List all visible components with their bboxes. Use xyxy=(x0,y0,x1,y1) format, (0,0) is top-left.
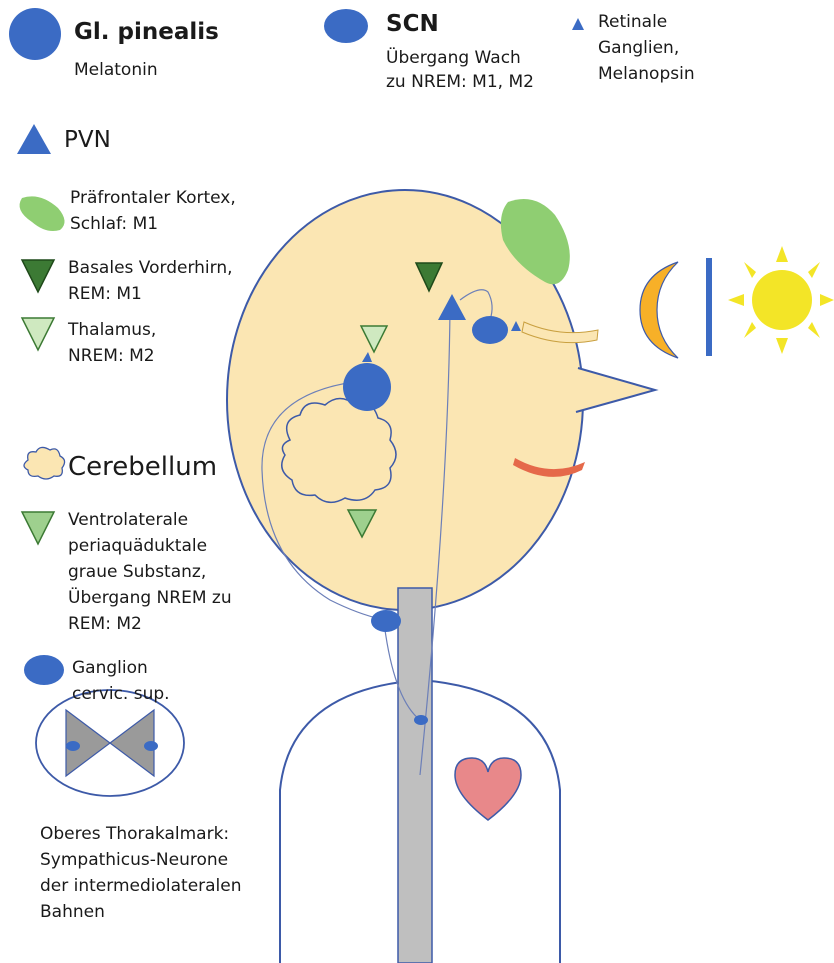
thalamus-line2: NREM: M2 xyxy=(68,344,155,368)
retinal-line1: Retinale xyxy=(598,10,667,34)
thorax-line4: Bahnen xyxy=(40,900,105,924)
legend-cerebellum-icon xyxy=(24,447,65,479)
nose xyxy=(576,368,655,412)
legend-retinal-icon xyxy=(572,18,584,30)
day-night-divider xyxy=(706,258,712,356)
pvn-title: PVN xyxy=(64,126,111,154)
legend-ganglion-icon xyxy=(24,655,64,685)
ganglion-line1: Ganglion xyxy=(72,656,148,680)
pinealis-title: Gl. pinealis xyxy=(74,18,219,46)
spinal-cord xyxy=(398,588,432,963)
legend-pinealis-icon xyxy=(9,8,61,60)
ganglion-line2: cervic. sup. xyxy=(72,682,170,706)
crescent-moon-icon xyxy=(640,262,678,358)
thorax-line3: der intermediolateralen xyxy=(40,874,242,898)
thalamus-line1: Thalamus, xyxy=(68,318,156,342)
legend-scn-icon xyxy=(324,9,368,43)
scn-marker xyxy=(472,316,508,344)
basal-line1: Basales Vorderhirn, xyxy=(68,256,233,280)
basal-line2: REM: M1 xyxy=(68,282,142,306)
retinal-line3: Melanopsin xyxy=(598,62,695,86)
superior-cervical-ganglion xyxy=(371,610,401,632)
legend-pvn-icon xyxy=(17,124,51,154)
legend-thalamus-icon xyxy=(22,318,54,350)
spinal-ganglion xyxy=(414,715,428,725)
legend-vlpag-icon xyxy=(22,512,54,544)
vlpag-line4: Übergang NREM zu xyxy=(68,586,232,610)
thorax-line2: Sympathicus-Neurone xyxy=(40,848,228,872)
retinal-line2: Ganglien, xyxy=(598,36,679,60)
pineal-gland-circle xyxy=(343,363,391,411)
cortex-line2: Schlaf: M1 xyxy=(70,212,158,236)
scn-title: SCN xyxy=(386,10,439,38)
sun-icon xyxy=(728,246,834,354)
scn-line1: Übergang Wach xyxy=(386,46,521,70)
cortex-line1: Präfrontaler Kortex, xyxy=(70,186,236,210)
pinealis-subtitle: Melatonin xyxy=(74,58,158,82)
cerebellum-title: Cerebellum xyxy=(68,452,217,482)
vlpag-line3: graue Substanz, xyxy=(68,560,206,584)
legend-cortex-icon xyxy=(20,196,65,231)
vlpag-line5: REM: M2 xyxy=(68,612,142,636)
thorax-line1: Oberes Thorakalmark: xyxy=(40,822,229,846)
legend-basal-icon xyxy=(22,260,54,292)
vlpag-line1: Ventrolaterale xyxy=(68,508,188,532)
scn-line2: zu NREM: M1, M2 xyxy=(386,70,534,94)
vlpag-line2: periaquäduktale xyxy=(68,534,207,558)
